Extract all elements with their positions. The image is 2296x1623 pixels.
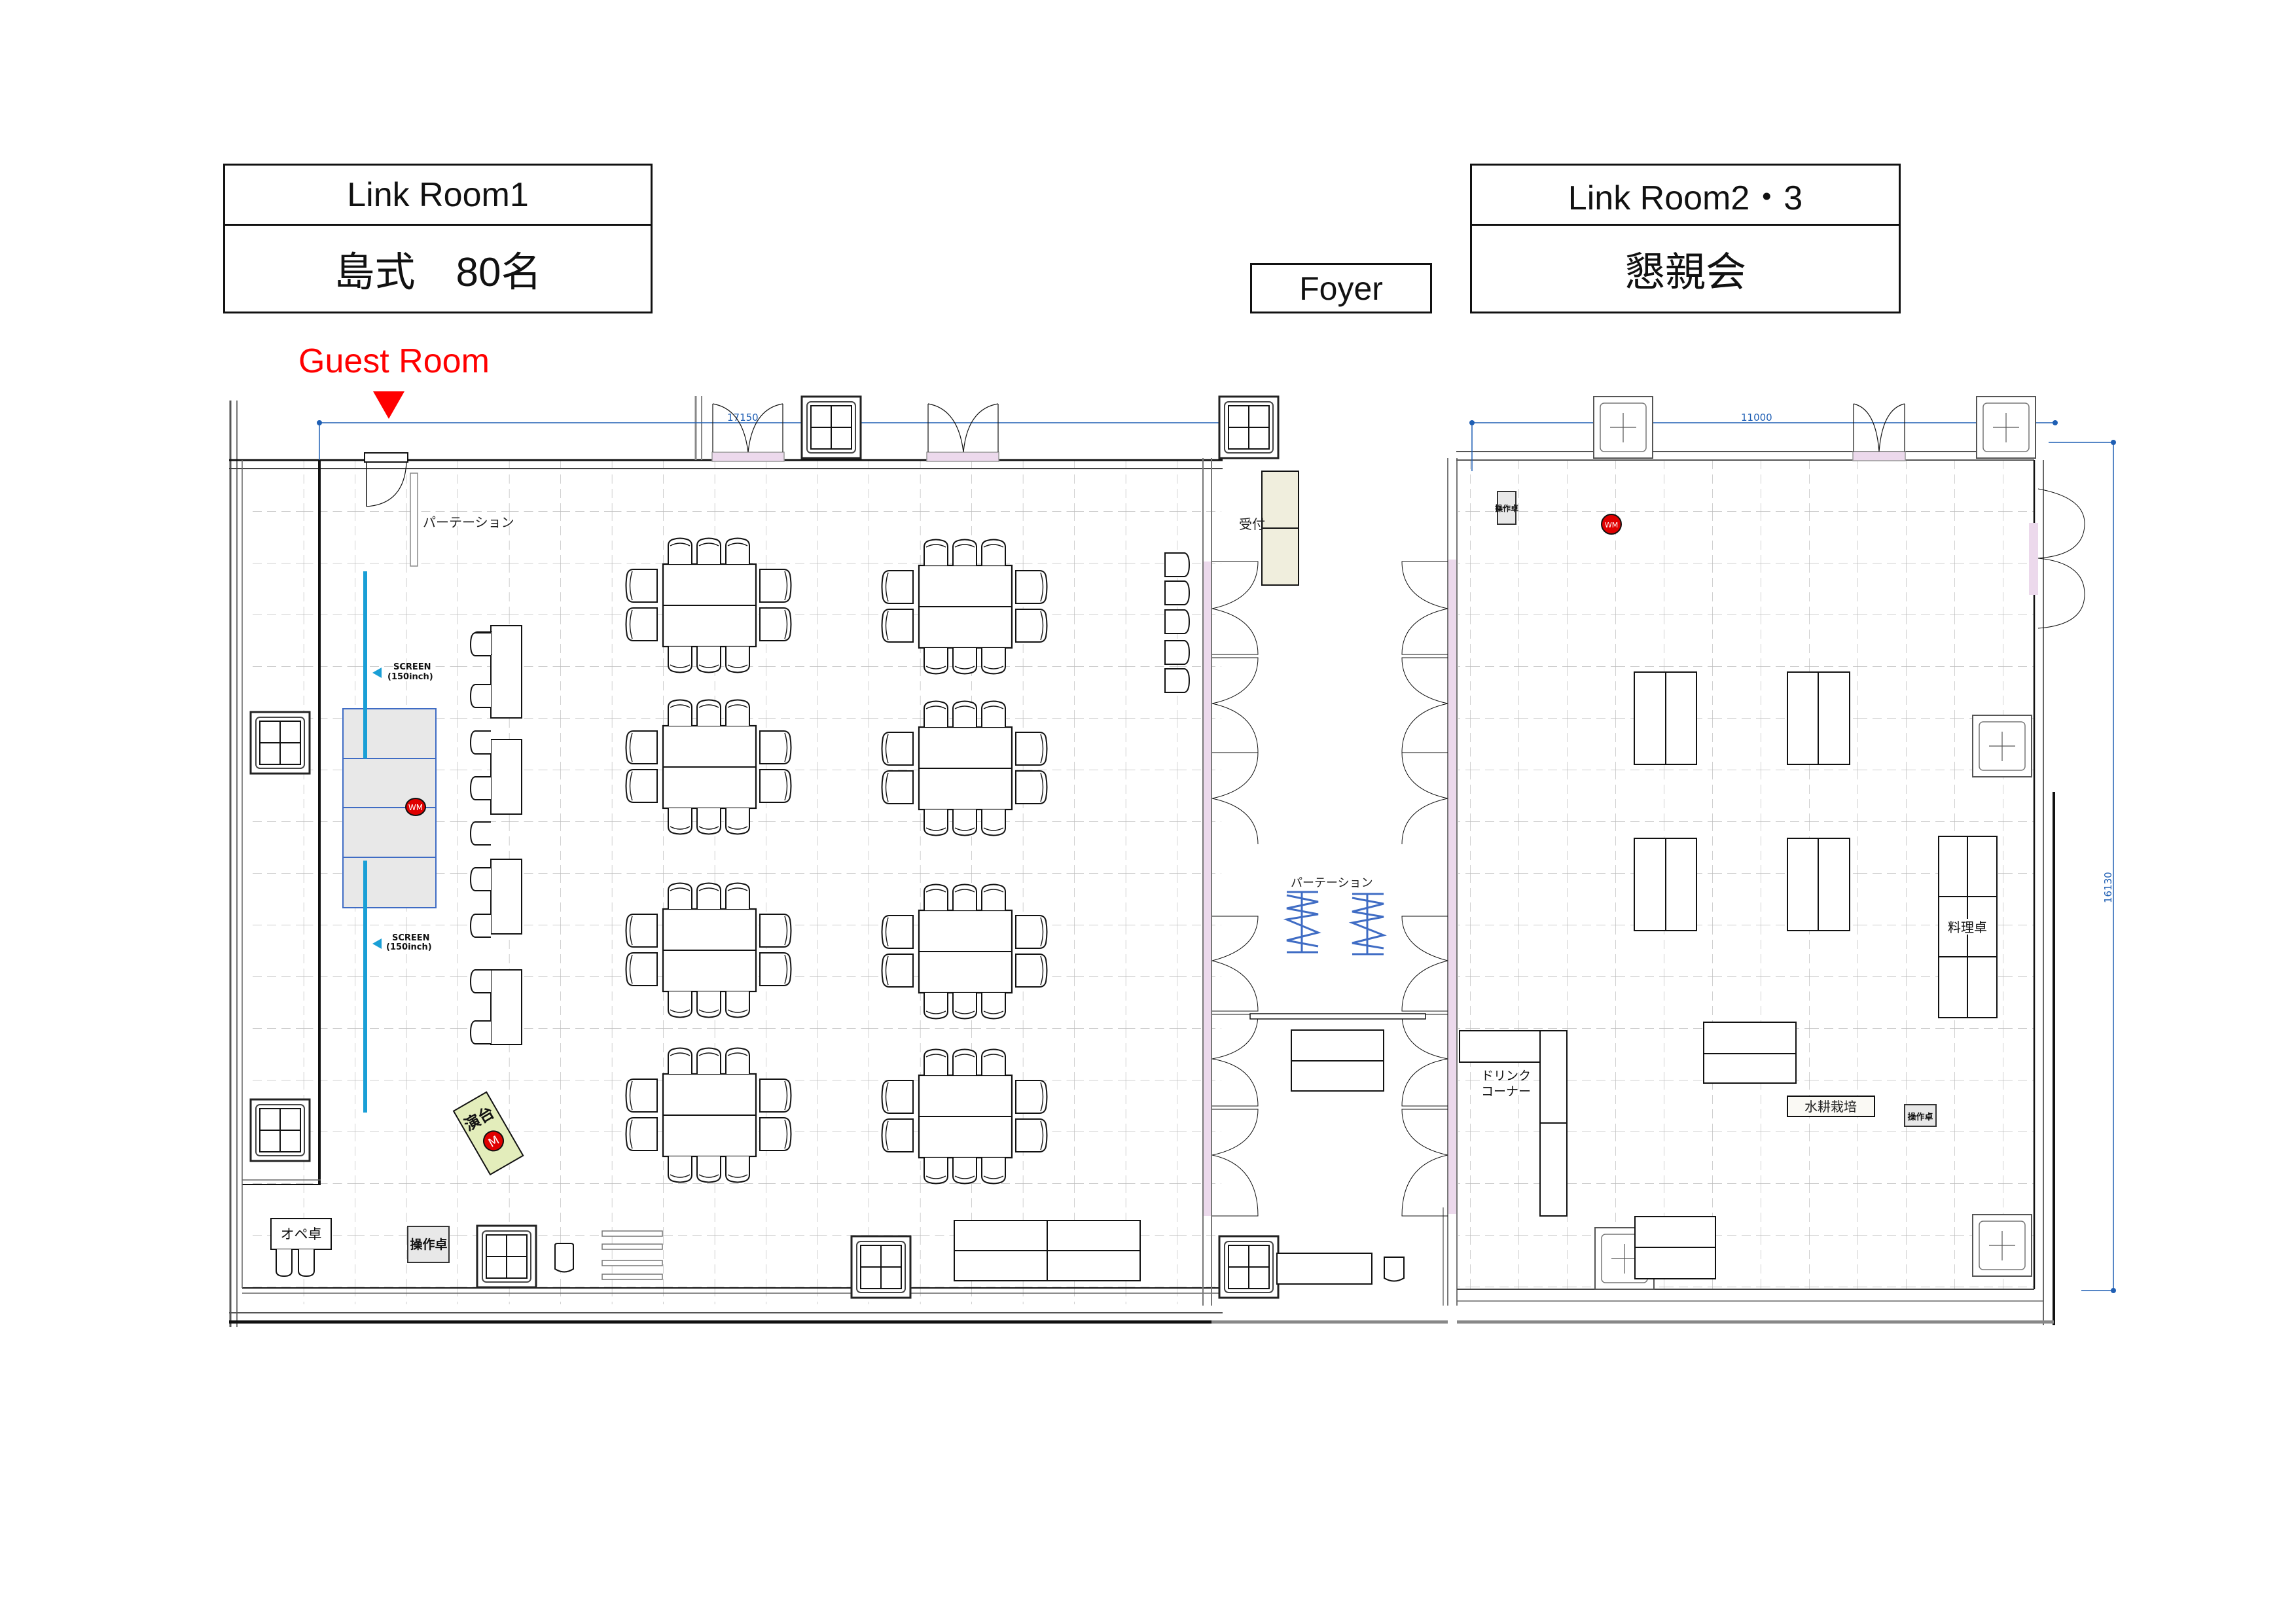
pillar bbox=[1972, 715, 2032, 777]
foyer-table bbox=[1291, 1029, 1384, 1092]
pillar bbox=[1972, 1214, 2032, 1277]
center-table-room23 bbox=[1703, 1022, 1797, 1084]
standing-table bbox=[1787, 671, 1850, 765]
table-bottom-room1 bbox=[954, 1220, 1141, 1281]
screen-top bbox=[363, 571, 367, 758]
svg-text:オペ卓: オペ卓 bbox=[281, 1226, 322, 1242]
control-desk-room23-top: 操作卓 bbox=[1495, 491, 1518, 525]
room1-top-door-2[interactable] bbox=[926, 403, 999, 462]
wireless-mic-room23: WM bbox=[1601, 514, 1622, 535]
room23-depth-dimension: 16130 bbox=[2049, 440, 2116, 1293]
pillar bbox=[476, 1224, 537, 1289]
island-table[interactable] bbox=[625, 537, 792, 673]
bottom-table-room23 bbox=[1634, 1216, 1716, 1279]
foyer-left-doors[interactable] bbox=[1204, 561, 1259, 1217]
reception-desk bbox=[1261, 471, 1299, 586]
island-table[interactable] bbox=[881, 883, 1048, 1020]
standing-table bbox=[1787, 838, 1850, 931]
svg-text:操作卓: 操作卓 bbox=[1907, 1112, 1933, 1122]
foyer-bottom-table bbox=[1276, 1253, 1372, 1285]
foyer-right-doors[interactable] bbox=[1401, 560, 1456, 1217]
room23-name: Link Room2・3 bbox=[1472, 166, 1899, 226]
standing-table bbox=[1634, 838, 1697, 931]
hydroponics: 水耕栽培 bbox=[1787, 1096, 1875, 1117]
room1-width-dimension: 17150 bbox=[317, 412, 1223, 460]
guest-room-arrow-icon bbox=[373, 391, 404, 419]
room1-partition bbox=[410, 473, 418, 567]
screen-bottom-arrow-icon bbox=[372, 938, 382, 949]
room1-width-value: 17150 bbox=[727, 412, 759, 423]
foyer-separator bbox=[1249, 1013, 1426, 1020]
stacked-benches bbox=[601, 1230, 663, 1280]
pillar bbox=[1593, 396, 1653, 459]
pillar bbox=[249, 711, 311, 775]
room23-top-door[interactable] bbox=[1852, 403, 1906, 461]
guest-room-label: Guest Room bbox=[298, 342, 490, 380]
stool bbox=[554, 1243, 574, 1273]
stage-area bbox=[342, 708, 437, 908]
pillar bbox=[1218, 1235, 1280, 1299]
island-table[interactable] bbox=[881, 1048, 1048, 1185]
room23-layout: 懇親会 bbox=[1624, 250, 1746, 295]
room1-layout: 島式 80名 bbox=[334, 250, 542, 295]
svg-text:WM: WM bbox=[1605, 521, 1618, 529]
foyer-partition-2 bbox=[1348, 893, 1387, 955]
island-table[interactable] bbox=[625, 1047, 792, 1183]
pillar bbox=[800, 395, 862, 459]
standing-table bbox=[1634, 671, 1697, 765]
front-tables bbox=[469, 625, 522, 1045]
pillar bbox=[850, 1235, 912, 1299]
room1-title-box: Link Room1 島式 80名 bbox=[223, 164, 653, 313]
island-table[interactable] bbox=[881, 539, 1048, 675]
room1-partition-label: パーテーション bbox=[423, 514, 514, 530]
svg-text:操作卓: 操作卓 bbox=[1495, 503, 1518, 513]
room23-width-dimension: 11000 bbox=[1469, 412, 2058, 471]
foyer-partition-label: パーテーション bbox=[1291, 876, 1373, 890]
svg-text:コーナー: コーナー bbox=[1481, 1084, 1531, 1099]
svg-text:WM: WM bbox=[408, 803, 423, 812]
podium: 演台 M bbox=[452, 1091, 524, 1176]
pillar bbox=[1976, 396, 2036, 459]
stool bbox=[1384, 1257, 1405, 1282]
screen-top-arrow-icon bbox=[372, 668, 382, 678]
island-table[interactable] bbox=[625, 699, 792, 835]
svg-text:操作卓: 操作卓 bbox=[410, 1237, 447, 1252]
room23-title-box: Link Room2・3 懇親会 bbox=[1470, 164, 1901, 313]
screen-bottom bbox=[363, 861, 367, 1113]
foyer-partition-1 bbox=[1283, 891, 1321, 954]
screen-top-size: (150inch) bbox=[387, 672, 433, 682]
waiting-chairs bbox=[1164, 552, 1191, 693]
screen-bottom-label: SCREEN bbox=[392, 933, 430, 943]
control-desk-room23-bottom: 操作卓 bbox=[1904, 1104, 1937, 1127]
pillar bbox=[1218, 395, 1280, 459]
room1-name: Link Room1 bbox=[225, 166, 651, 226]
svg-text:ドリンク: ドリンク bbox=[1481, 1069, 1531, 1083]
island-table[interactable] bbox=[881, 700, 1048, 836]
screen-top-label: SCREEN bbox=[393, 662, 431, 672]
guest-room-door[interactable] bbox=[364, 452, 408, 507]
screen-bottom-size: (150inch) bbox=[386, 942, 432, 952]
control-desk-room1: 操作卓 bbox=[407, 1226, 450, 1263]
room23-right-doors[interactable] bbox=[2029, 488, 2085, 629]
svg-text:水耕栽培: 水耕栽培 bbox=[1804, 1099, 1857, 1115]
ope-desk: オペ卓 bbox=[270, 1218, 332, 1277]
room23-width-value: 11000 bbox=[1741, 412, 1772, 423]
drink-corner: ドリンク コーナー bbox=[1459, 1030, 1568, 1217]
cooking-table: 料理卓 bbox=[1938, 836, 1998, 1018]
reception-label: 受付 bbox=[1239, 516, 1265, 532]
room23-depth-value: 16130 bbox=[2102, 872, 2114, 903]
room1-top-door-1[interactable] bbox=[711, 403, 785, 462]
wireless-mic-room1: WM bbox=[405, 798, 426, 816]
island-table[interactable] bbox=[625, 882, 792, 1018]
foyer-floor bbox=[1202, 458, 1458, 1324]
pillar bbox=[249, 1098, 311, 1162]
foyer-title-box: Foyer bbox=[1250, 263, 1432, 313]
svg-text:料理卓: 料理卓 bbox=[1948, 919, 1987, 935]
